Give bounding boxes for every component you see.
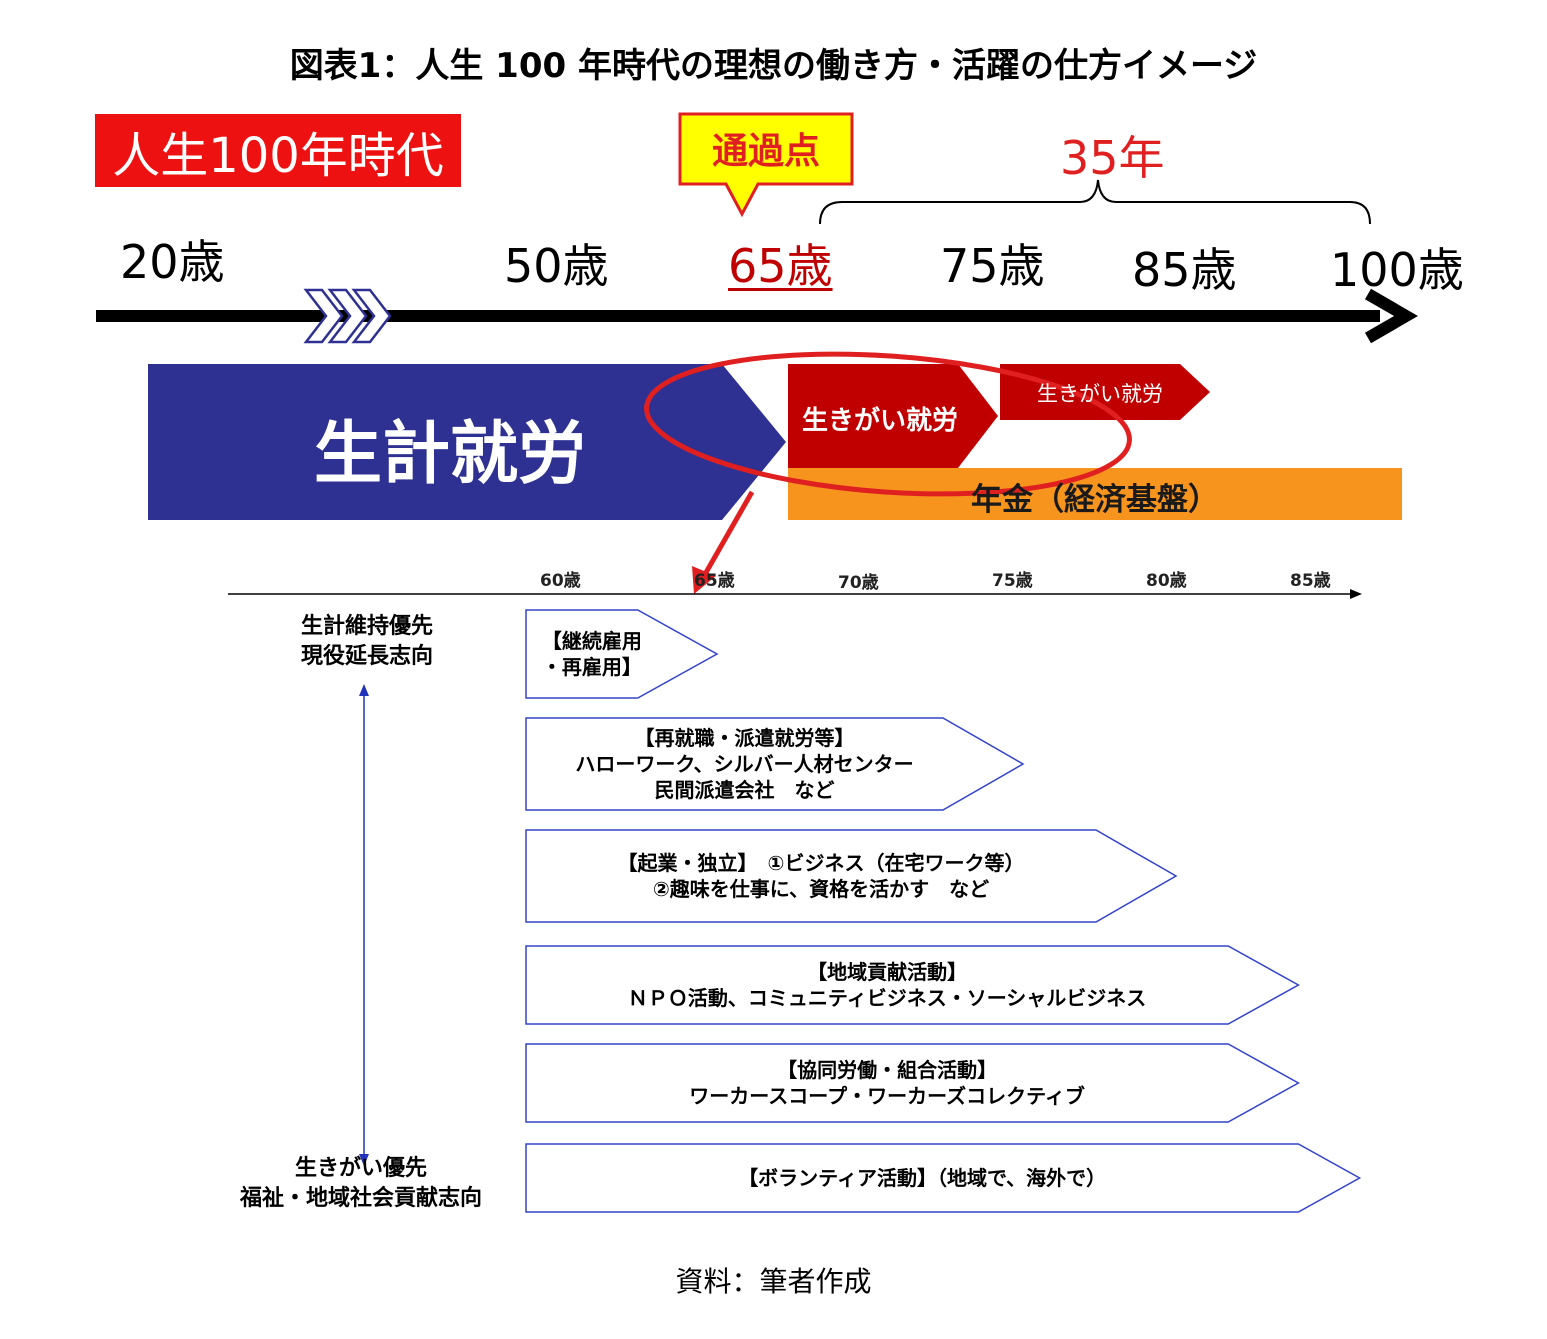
axis-bottom-label-line1: 生きがい優先 [294,1156,427,1181]
option-text-line: ②趣味を仕事に、資格を活かす など [652,877,990,901]
axis-top-label: 生計維持優先 現役延長志向 [217,612,517,672]
main-work-label: 生計就労 [313,415,586,494]
span-label: 35年 [1060,131,1165,185]
axis-top-label-line2: 現役延長志向 [300,644,433,669]
callout-box [678,112,854,218]
main-work-bar [148,364,786,520]
option-text-line: 【協同労働・組合活動】 [777,1058,998,1082]
axis-bottom-label: 生きがい優先 福祉・地域社会貢献志向 [211,1154,511,1214]
option-bar-6 [525,1143,1362,1213]
option-text-line: ワーカースコープ・ワーカーズコレクティブ [689,1084,1085,1108]
detail-age-60: 60歳 [540,571,581,591]
age-label-20: 20歳 [120,235,225,289]
age-label-50: 50歳 [504,239,609,293]
span-brace [819,179,1371,225]
option-text-line: 【ボランティア活動】（地域で、海外で） [738,1166,1107,1190]
option-bar-1 [525,609,719,699]
chevron-arrows-icon [303,288,392,344]
pointer-arrow-head [692,566,716,594]
option-text-line: 【再就職・派遣就労等】 [634,726,855,750]
option-text-2: 【再就職・派遣就労等】ハローワーク、シルバー人材センター民間派遣会社 など [526,718,963,810]
age-label-65: 65歳 [728,239,833,293]
option-bar-5 [525,1043,1300,1123]
ikigai-bar-2 [1000,364,1210,420]
option-text-line: ・再雇用】 [541,655,642,679]
ikigai-label-2: 生きがい就労 [1037,382,1163,406]
detail-age-70: 70歳 [838,573,879,593]
ikigai-label-1: 生きがい就労 [801,406,958,436]
option-text-4: 【地域貢献活動】ＮＰＯ活動、コミュニティビジネス・ソーシャルビジネス [526,946,1248,1024]
detail-age-85: 85歳 [1290,571,1331,591]
pension-label: 年金（経済基盤） [971,482,1219,518]
detail-axis-arrowhead [1350,589,1362,599]
option-text-line: 民間派遣会社 など [654,778,835,802]
priority-axis-bottom-arrow [359,1154,369,1166]
option-text-line: ハローワーク、シルバー人材センター [575,752,914,776]
option-bar-3 [525,829,1178,923]
option-text-1: 【継続雇用・再雇用】 [526,610,658,698]
axis-bottom-label-line2: 福祉・地域社会貢献志向 [239,1186,482,1211]
axis-top-label-line1: 生計維持優先 [300,614,433,639]
option-text-3: 【起業・独立】 ①ビジネス（在宅ワーク等）②趣味を仕事に、資格を活かす など [526,830,1116,922]
option-text-line: 【地域貢献活動】 [807,960,968,984]
age-label-100: 100歳 [1330,243,1464,297]
option-bar-4 [525,945,1300,1025]
pointer-arrow-line [701,490,755,578]
callout-label: 通過点 [711,131,820,172]
option-text-line: 【継続雇用 [541,629,642,653]
option-text-6: 【ボランティア活動】（地域で、海外で） [526,1144,1318,1212]
detail-age-80: 80歳 [1146,571,1187,591]
era-label-box: 人生100年時代 [95,114,461,187]
option-text-line: ＮＰＯ活動、コミュニティビジネス・ソーシャルビジネス [627,986,1147,1010]
option-text-5: 【協同労働・組合活動】ワーカースコープ・ワーカーズコレクティブ [526,1044,1248,1122]
detail-age-75: 75歳 [992,571,1033,591]
page-title: 図表1：人生 100 年時代の理想の働き方・活躍の仕方イメージ [289,46,1258,86]
option-text-line: 【起業・独立】 ①ビジネス（在宅ワーク等） [617,851,1025,875]
detail-age-65: 65歳 [694,571,735,591]
option-bar-2 [525,717,1025,811]
ikigai-bar-1 [788,364,998,468]
age-label-75: 75歳 [940,239,1045,293]
priority-axis-top-arrow [359,684,369,696]
timeline-arrowhead [1364,288,1418,344]
source-note: 資料：筆者作成 [675,1265,872,1298]
era-label: 人生100年時代 [112,127,444,184]
age-label-85: 85歳 [1132,243,1237,297]
highlight-ellipse [644,351,1132,497]
